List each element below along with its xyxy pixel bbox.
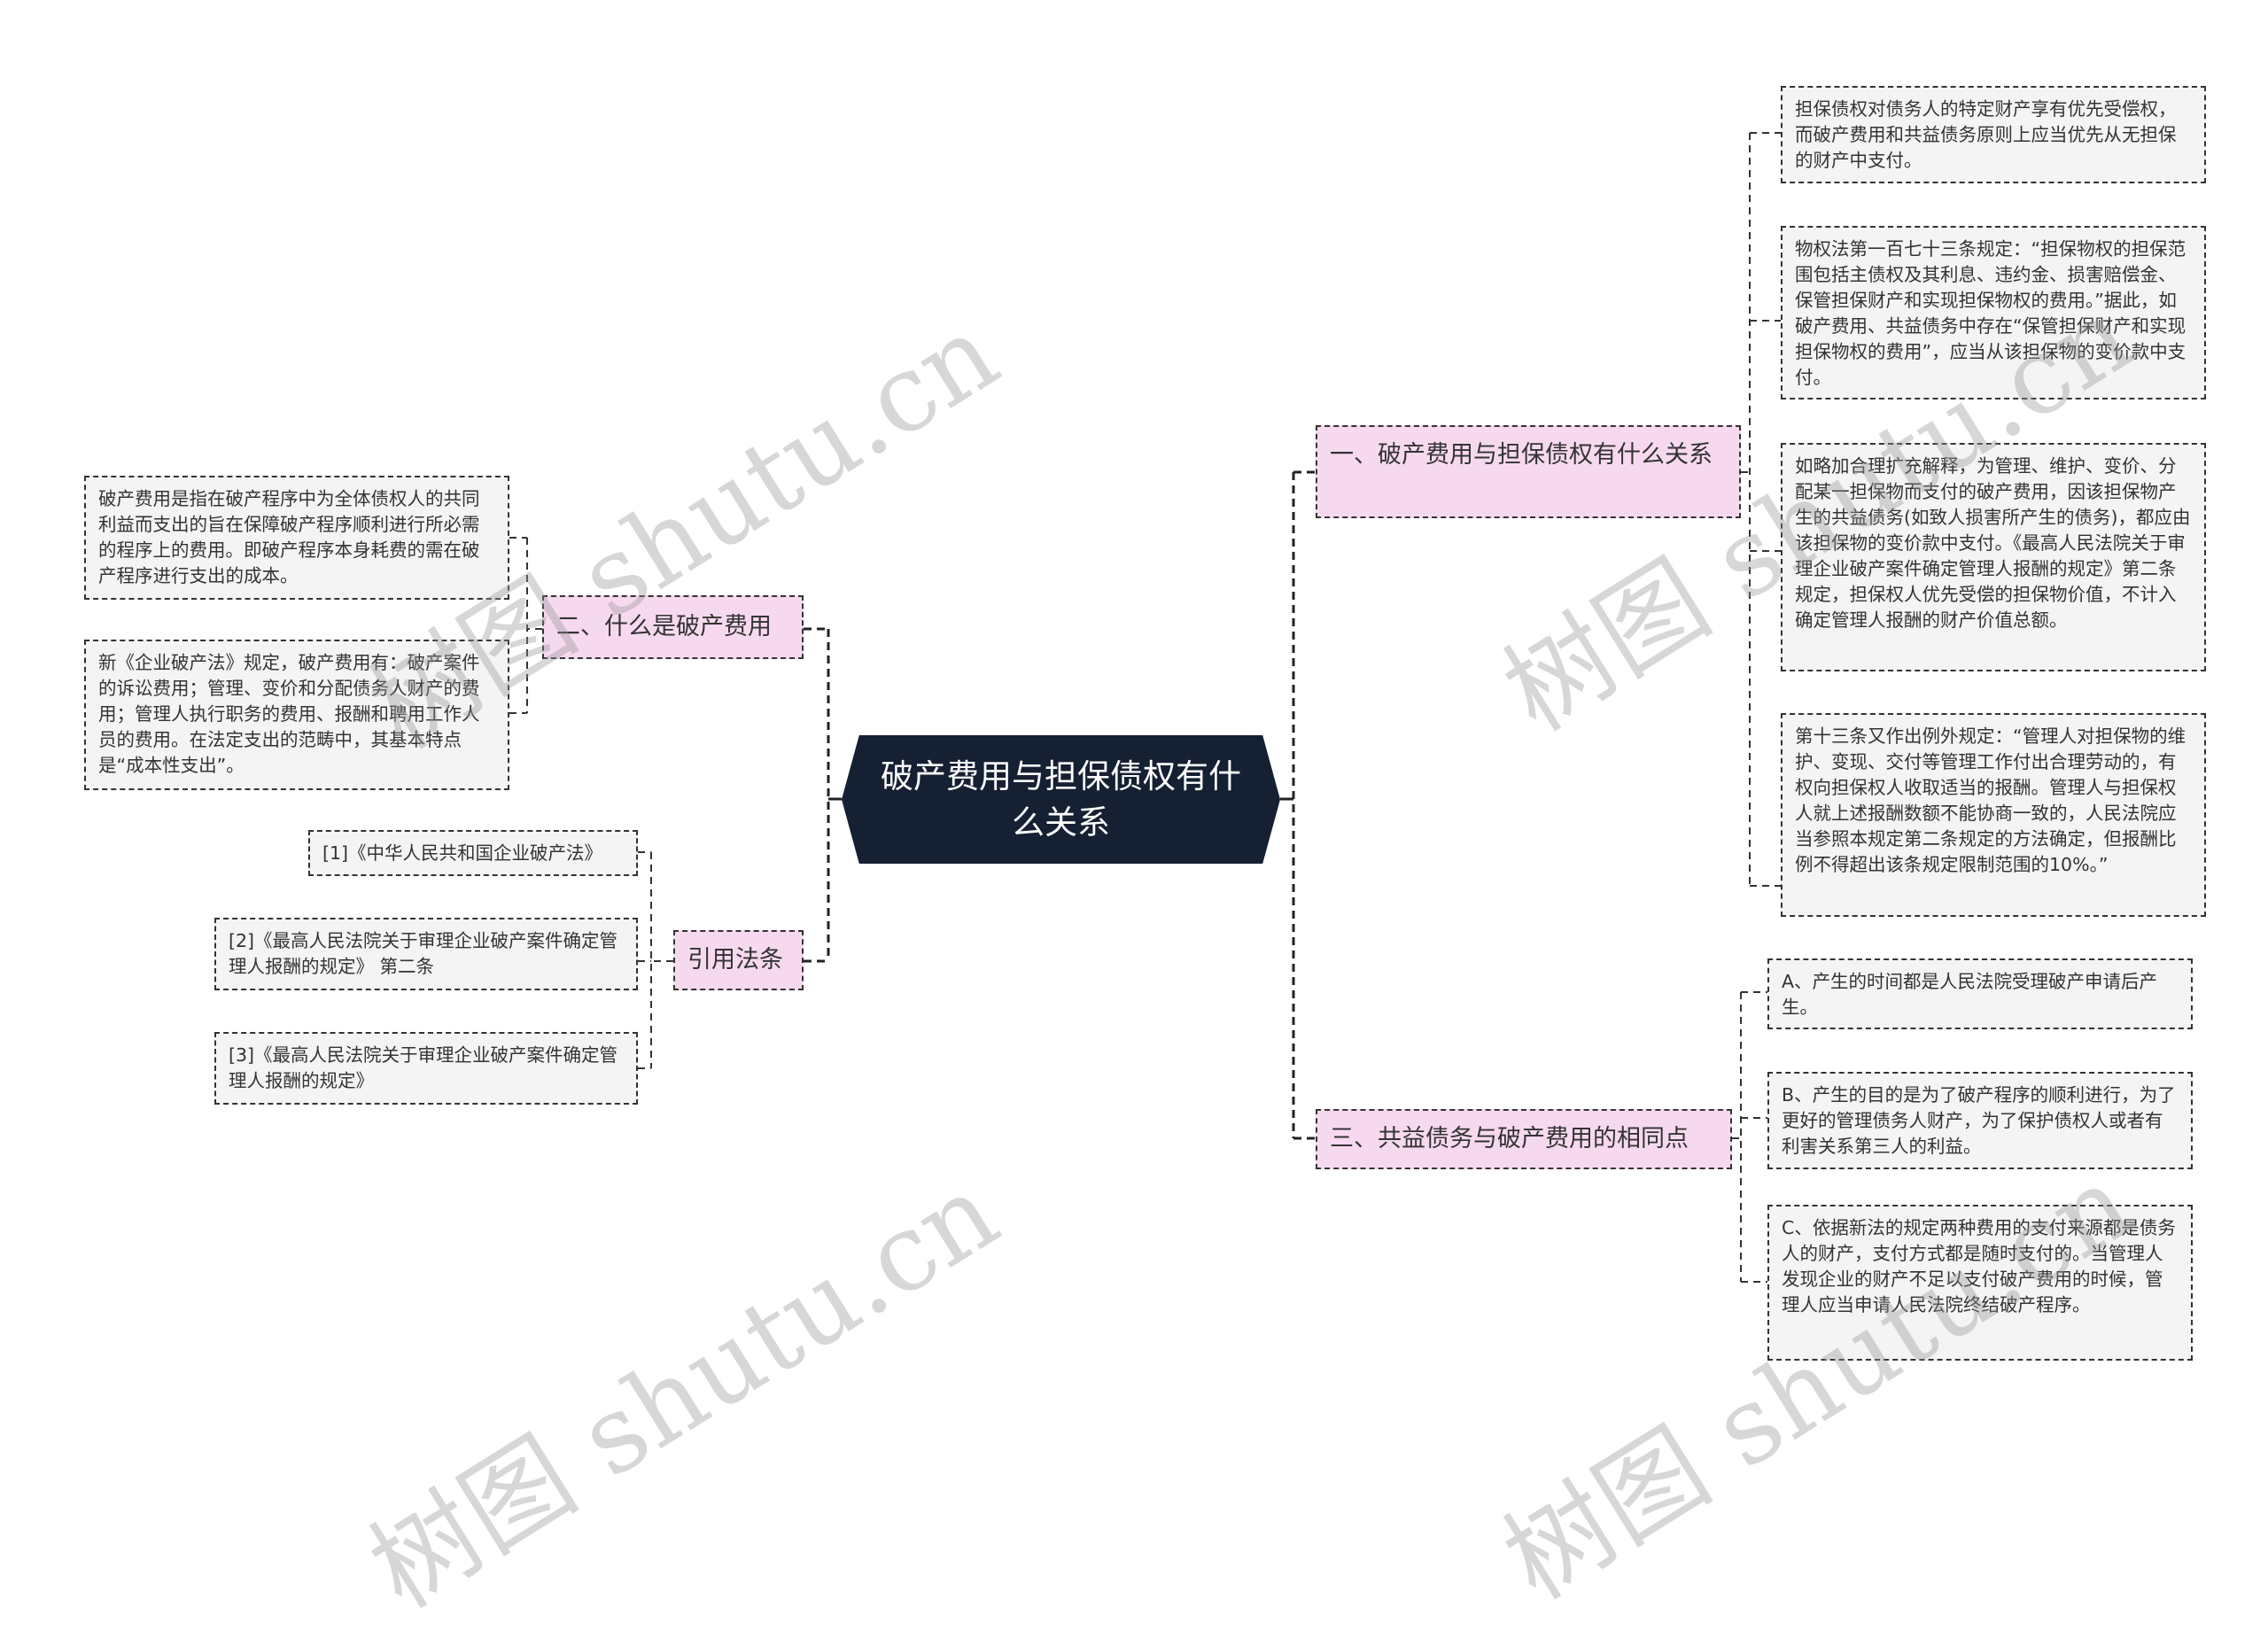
leaf-text: 物权法第一百七十三条规定：“担保物权的担保范围包括主债权及其利息、违约金、损害赔…	[1795, 238, 2186, 388]
citation-text: [2]《最高人民法院关于审理企业破产案件确定管理人报酬的规定》 第二条	[229, 930, 618, 977]
leaf-b3-a[interactable]: A、产生的时间都是人民法院受理破产申请后产生。	[1767, 958, 2193, 1029]
leaf-b1-1[interactable]: 担保债权对债务人的特定财产享有优先受偿权，而破产费用和共益债务原则上应当优先从无…	[1781, 86, 2206, 183]
branch-label: 二、什么是破产费用	[556, 613, 772, 640]
citation-2[interactable]: [2]《最高人民法院关于审理企业破产案件确定管理人报酬的规定》 第二条	[214, 918, 638, 990]
central-topic-label: 破产费用与担保债权有什么关系	[881, 756, 1241, 842]
leaf-text: 担保债权对债务人的特定财产享有优先受偿权，而破产费用和共益债务原则上应当优先从无…	[1795, 98, 2177, 171]
leaf-b1-4[interactable]: 第十三条又作出例外规定：“管理人对担保物的维护、变现、交付等管理工作付出合理劳动…	[1781, 713, 2206, 917]
leaf-b3-c[interactable]: C、依据新法的规定两种费用的支付来源都是债务人的财产，支付方式都是随时支付的。当…	[1767, 1205, 2193, 1361]
leaf-b3-b[interactable]: B、产生的目的是为了破产程序的顺利进行，为了更好的管理债务人财产，为了保护债权人…	[1767, 1072, 2193, 1169]
citation-text: [3]《最高人民法院关于审理企业破产案件确定管理人报酬的规定》	[229, 1044, 618, 1091]
watermark: 树图 shutu.cn	[350, 1151, 1019, 1633]
central-topic[interactable]: 破产费用与担保债权有什么关系	[842, 735, 1280, 864]
branch-common-points[interactable]: 三、共益债务与破产费用的相同点	[1316, 1109, 1732, 1169]
leaf-text: A、产生的时间都是人民法院受理破产申请后产生。	[1782, 971, 2158, 1018]
branch-cited-laws[interactable]: 引用法条	[673, 930, 804, 990]
branch-label: 引用法条	[687, 946, 783, 974]
leaf-b2-2[interactable]: 新《企业破产法》规定，破产费用有：破产案件的诉讼费用；管理、变价和分配债务人财产…	[84, 640, 509, 790]
leaf-b1-2[interactable]: 物权法第一百七十三条规定：“担保物权的担保范围包括主债权及其利息、违约金、损害赔…	[1781, 226, 2206, 400]
leaf-text: C、依据新法的规定两种费用的支付来源都是债务人的财产，支付方式都是随时支付的。当…	[1782, 1217, 2176, 1315]
watermark: 树图 shutu.cn	[1484, 1142, 2153, 1624]
leaf-text: 如略加合理扩充解释，为管理、维护、变价、分配某一担保物而支付的破产费用，因该担保…	[1795, 455, 2191, 631]
branch-label: 三、共益债务与破产费用的相同点	[1330, 1125, 1689, 1152]
citation-1[interactable]: [1]《中华人民共和国企业破产法》	[308, 830, 638, 876]
leaf-text: B、产生的目的是为了破产程序的顺利进行，为了更好的管理债务人财产，为了保护债权人…	[1782, 1084, 2176, 1157]
citation-text: [1]《中华人民共和国企业破产法》	[322, 842, 603, 864]
branch-guarantee-relation[interactable]: 一、破产费用与担保债权有什么关系	[1316, 425, 1741, 518]
leaf-text: 破产费用是指在破产程序中为全体债权人的共同利益而支出的旨在保障破产程序顺利进行所…	[98, 488, 480, 586]
leaf-b1-3[interactable]: 如略加合理扩充解释，为管理、维护、变价、分配某一担保物而支付的破产费用，因该担保…	[1781, 443, 2206, 671]
leaf-text: 第十三条又作出例外规定：“管理人对担保物的维护、变现、交付等管理工作付出合理劳动…	[1795, 725, 2186, 875]
branch-what-is-bankruptcy-cost[interactable]: 二、什么是破产费用	[542, 595, 804, 659]
citation-3[interactable]: [3]《最高人民法院关于审理企业破产案件确定管理人报酬的规定》	[214, 1032, 638, 1105]
leaf-b2-1[interactable]: 破产费用是指在破产程序中为全体债权人的共同利益而支出的旨在保障破产程序顺利进行所…	[84, 476, 509, 600]
branch-label: 一、破产费用与担保债权有什么关系	[1330, 441, 1713, 469]
leaf-text: 新《企业破产法》规定，破产费用有：破产案件的诉讼费用；管理、变价和分配债务人财产…	[98, 652, 480, 776]
